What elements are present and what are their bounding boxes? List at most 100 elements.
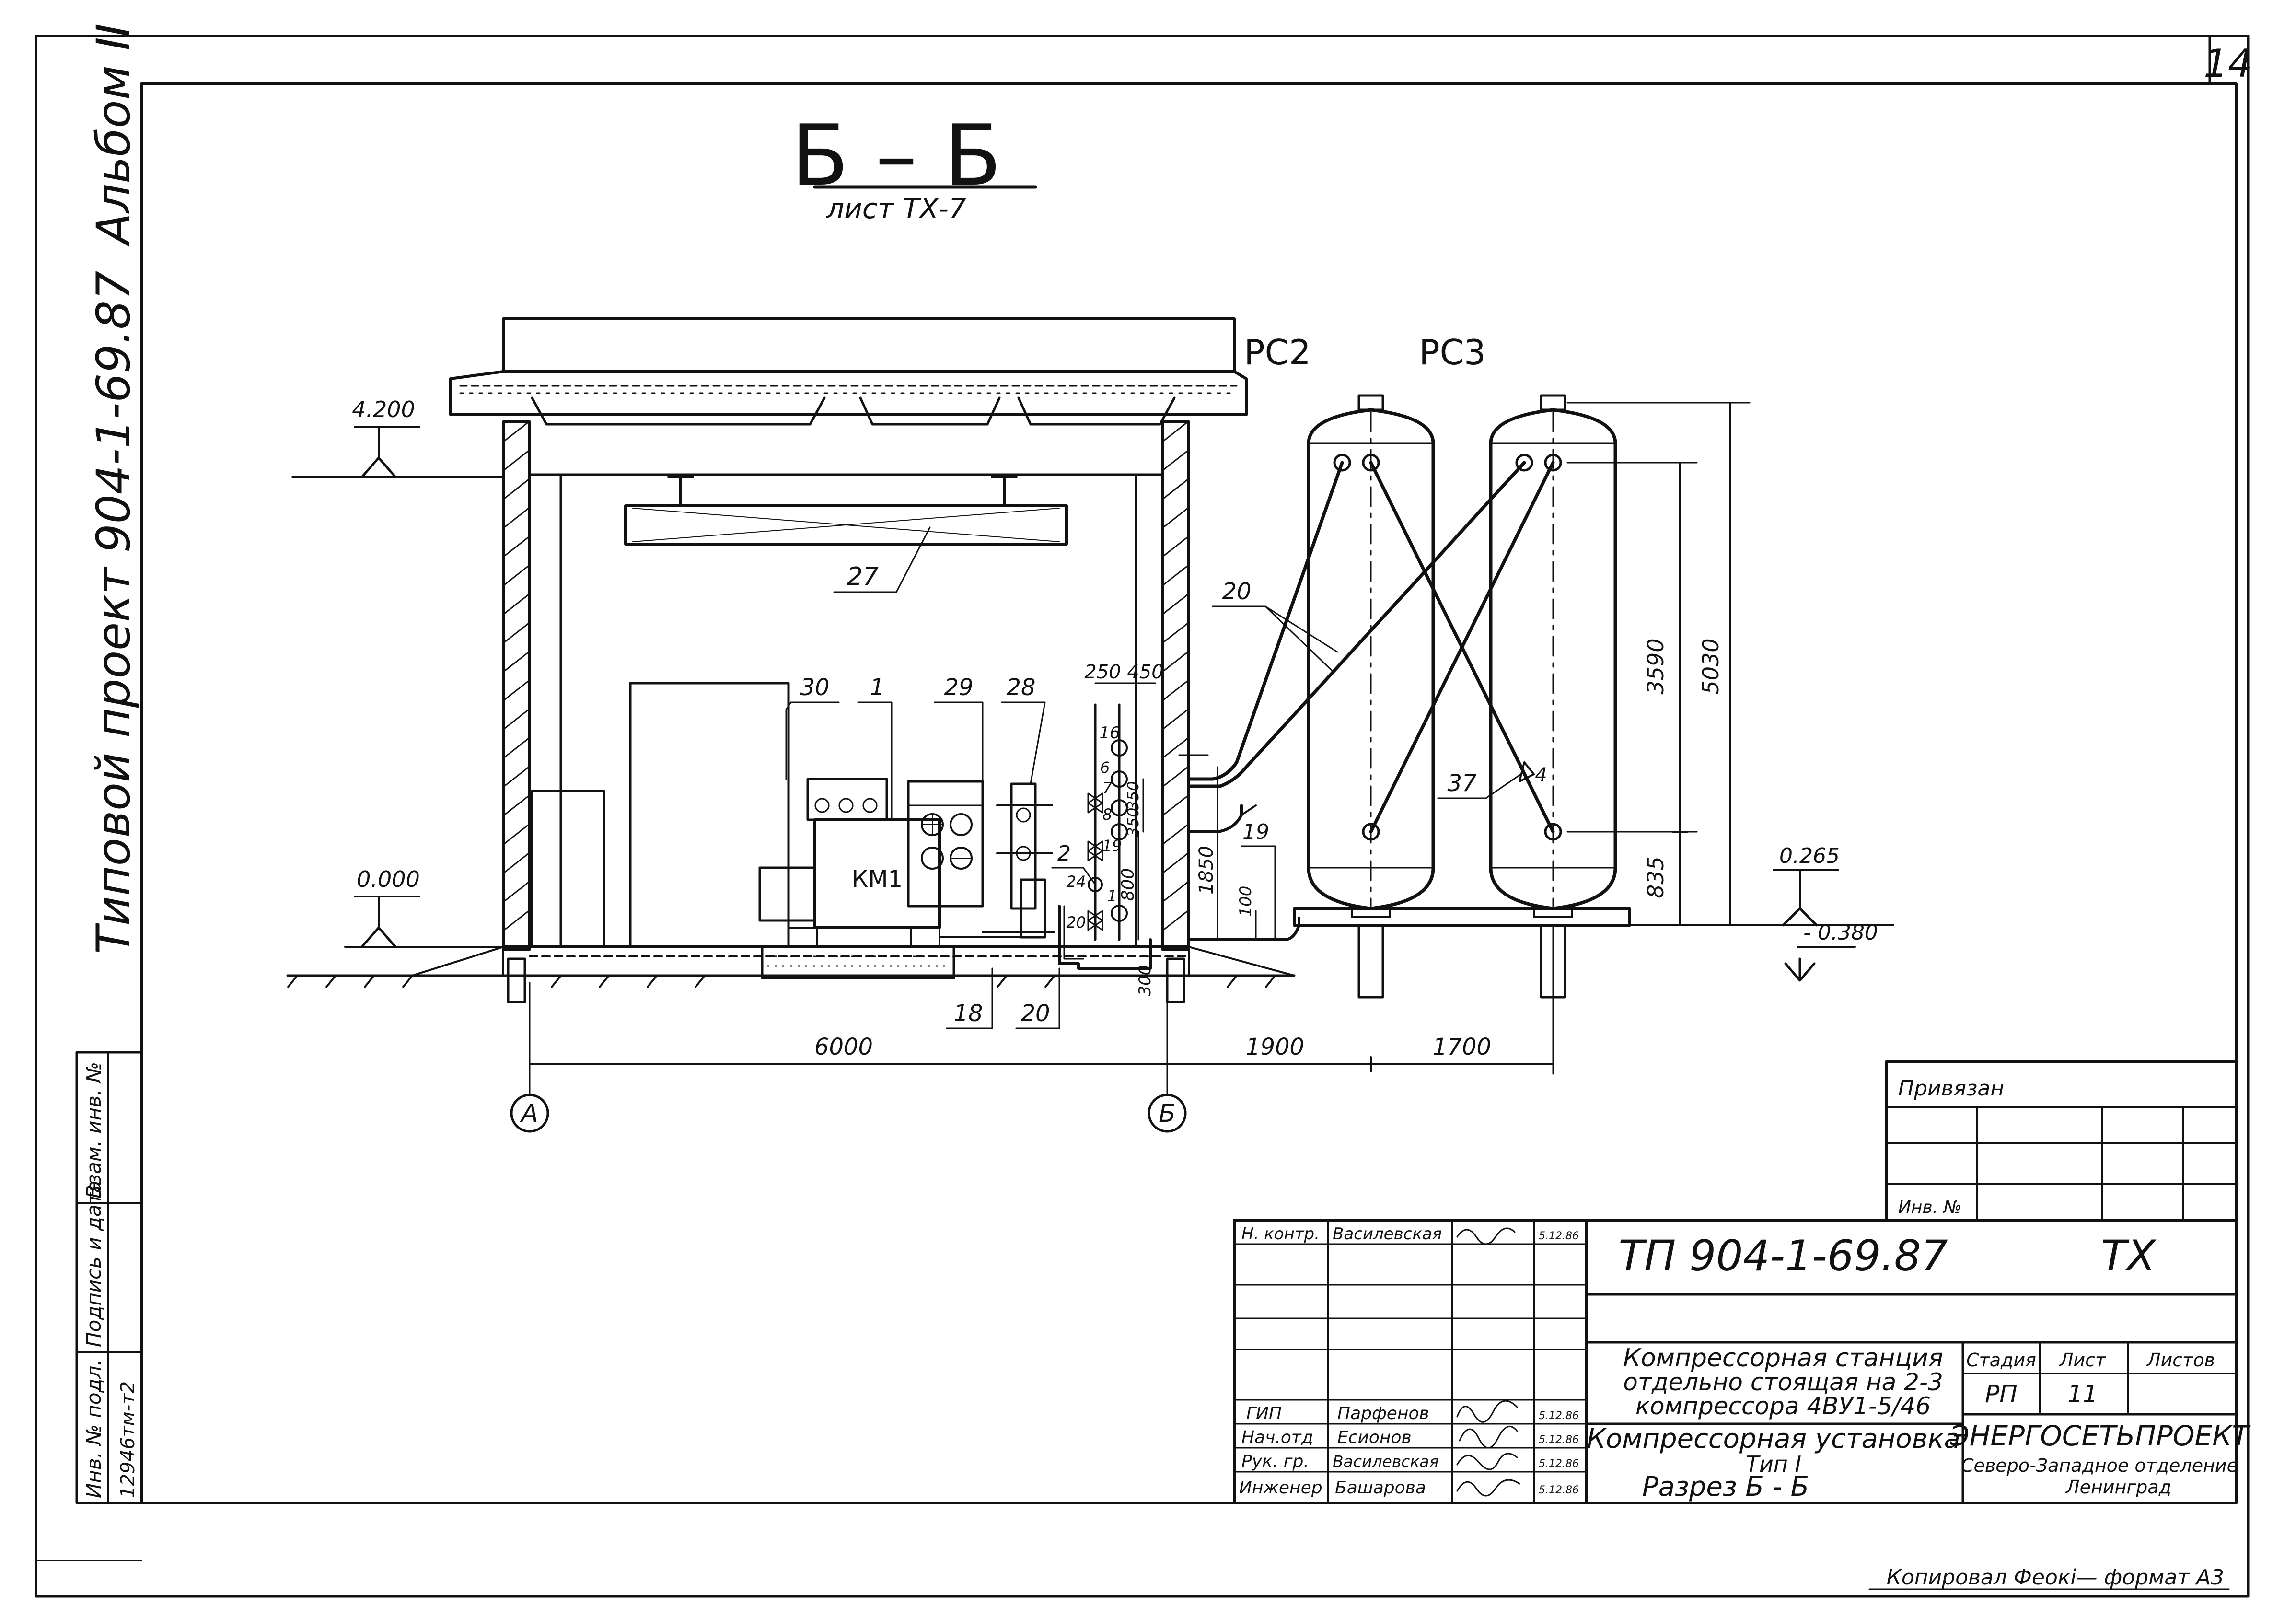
callout-1: 1 (870, 674, 885, 701)
axis-b: Б (1148, 1094, 1187, 1133)
tb-row0-date: 5.12.86 (1539, 1230, 1579, 1242)
callout-8: 8 (1102, 805, 1112, 824)
level-top: 4.200 (352, 396, 415, 422)
tb-org1: ЭНЕРГОСЕТЬПРОЕКТ (1949, 1420, 2251, 1452)
dim-350a: 350 (1124, 781, 1142, 810)
tb-stage: РП (1985, 1380, 2018, 1408)
tb-row2-name: Есионов (1337, 1428, 1412, 1447)
dim-800: 800 (1118, 868, 1138, 901)
callout-19b: 19 (1102, 837, 1122, 855)
tb-row3-name: Василевская (1333, 1452, 1438, 1471)
callout-2: 2 (1057, 841, 1071, 866)
vessel-rc2 (1307, 394, 1435, 910)
vessel-rc2-label: РС2 (1244, 332, 1311, 372)
tb-sub2: Тип I (1746, 1451, 1801, 1477)
svg-text:Б: Б (1159, 1099, 1176, 1128)
dim-835: 835 (1643, 856, 1669, 898)
axis-a: А (510, 1087, 549, 1133)
stamp-signature-label: Подпись и дата (82, 1180, 105, 1347)
tb-row0-role: Н. контр. (1241, 1224, 1320, 1244)
outer-frame (35, 35, 2250, 1598)
callout-27: 27 (847, 562, 879, 591)
section-title: Б – Б лист ТХ-7 (791, 107, 1037, 225)
tb-row4-role: Инженер (1239, 1478, 1322, 1498)
tb-row4-name: Башарова (1335, 1478, 1426, 1498)
callout-24: 24 (1067, 873, 1086, 891)
callout-19: 19 (1242, 820, 1269, 844)
dim-1900: 1900 (1246, 1034, 1304, 1060)
dim-5030: 5030 (1698, 638, 1724, 694)
dim-3590: 3590 (1643, 638, 1669, 694)
tb-desc1: Компрессорная станция (1623, 1344, 1943, 1373)
callout-29: 29 (944, 674, 973, 701)
km1-label: КМ1 (852, 866, 903, 893)
callouts: 30 1 29 28 27 20 37 18 20 2 19 16 6 7 8 … (785, 526, 1547, 1029)
tb-sheets-header: Листов (2146, 1350, 2215, 1371)
tb-row4-date: 5.12.86 (1539, 1484, 1579, 1496)
callout-7: 7 (1102, 779, 1113, 797)
stamp-replace-label: Взам. инв. № (82, 1062, 105, 1199)
tb-org3: Ленинград (2065, 1477, 2171, 1498)
title-block: ТП 904-1-69.87 ТХ Н. контр. Василевская … (1233, 1219, 2251, 1504)
sheet-ref: лист ТХ-7 (826, 192, 966, 225)
privyazan-block: Привязан Инв. № (1885, 1060, 2238, 1222)
level-marks: 4.200 0.000 0.265 - 0.380 (291, 396, 1894, 982)
tb-mark: ТХ (2101, 1231, 2157, 1280)
inner-frame (140, 82, 2238, 1504)
sheet-corner-number: 14 (2203, 41, 2252, 86)
dim-1700: 1700 (1433, 1034, 1491, 1060)
privyazan-inv: Инв. № (1898, 1198, 1961, 1217)
callout-37: 37 (1447, 770, 1477, 797)
dim-250-450: 250 450 (1084, 661, 1163, 683)
tb-row1-name: Парфенов (1337, 1404, 1429, 1423)
left-stamp: Инв. № подл. 12946тм-т2 Подпись и дата В… (75, 1051, 143, 1504)
tb-sub3: Разрез Б - Б (1642, 1471, 1809, 1502)
tb-sub1: Компрессорная установка (1587, 1423, 1960, 1455)
stamp-inv-label: Инв. № подл. (82, 1359, 105, 1498)
tb-row3-date: 5.12.86 (1539, 1458, 1579, 1470)
level-right-top: 0.265 (1779, 844, 1840, 868)
project-vertical-label: Типовой проект 904-1-69.87 (87, 271, 140, 954)
dim-100: 100 (1236, 886, 1255, 917)
vessel-rc3 (1489, 394, 1617, 910)
callout-30: 30 (800, 674, 829, 701)
tb-row0-name: Василевская (1333, 1224, 1442, 1244)
building: КМ1 (286, 317, 1296, 1003)
stamp-inv-value: 12946тм-т2 (117, 1381, 139, 1498)
level-zero: 0.000 (357, 866, 420, 892)
dim-6000: 6000 (814, 1034, 873, 1060)
callout-18: 18 (953, 1000, 983, 1027)
level-right-bottom: - 0.380 (1803, 920, 1878, 945)
tb-desc3: компрессора 4ВУ1-5/46 (1635, 1392, 1931, 1420)
tb-row2-date: 5.12.86 (1539, 1434, 1579, 1446)
tb-row1-date: 5.12.86 (1539, 1410, 1579, 1422)
dimension-lines: 3590 5030 835 250 450 350 350 800 1850 1… (529, 402, 1751, 1094)
callout-20-bottom: 20 (1020, 1000, 1050, 1027)
tb-row1-role: ГИП (1246, 1404, 1282, 1423)
callout-1b: 1 (1107, 887, 1117, 905)
tb-code: ТП 904-1-69.87 (1618, 1231, 1948, 1280)
tb-row2-role: Нач.отд (1241, 1428, 1313, 1447)
privyazan-title: Привязан (1898, 1076, 2004, 1101)
callout-16: 16 (1099, 723, 1120, 743)
vessel-rc3-label: РС3 (1419, 332, 1486, 372)
callout-6: 6 (1100, 758, 1110, 777)
copied-by: Копировал Феокі— формат А3 (1887, 1565, 2224, 1590)
dim-300b: 300 (1150, 989, 1151, 990)
tb-stage-header: Стадия (1966, 1350, 2036, 1371)
dim-300a: 300 (1136, 965, 1155, 996)
tb-sheet-number: 11 (2067, 1380, 2098, 1408)
svg-text:Б – Б: Б – Б (791, 107, 1002, 205)
piping (1187, 461, 1555, 941)
svg-text:А: А (520, 1099, 538, 1128)
tb-desc2: отдельно стоящая на 2-3 (1623, 1368, 1943, 1396)
callout-20-valve: 20 (1067, 913, 1086, 931)
dim-350b: 350 (1124, 807, 1142, 837)
tb-row3-role: Рук. гр. (1241, 1452, 1309, 1471)
callout-20-top: 20 (1222, 578, 1251, 605)
dim-1850: 1850 (1195, 846, 1218, 895)
callout-4: 4 (1535, 764, 1547, 786)
callout-28: 28 (1006, 674, 1035, 701)
vessel-base (1293, 907, 1631, 999)
